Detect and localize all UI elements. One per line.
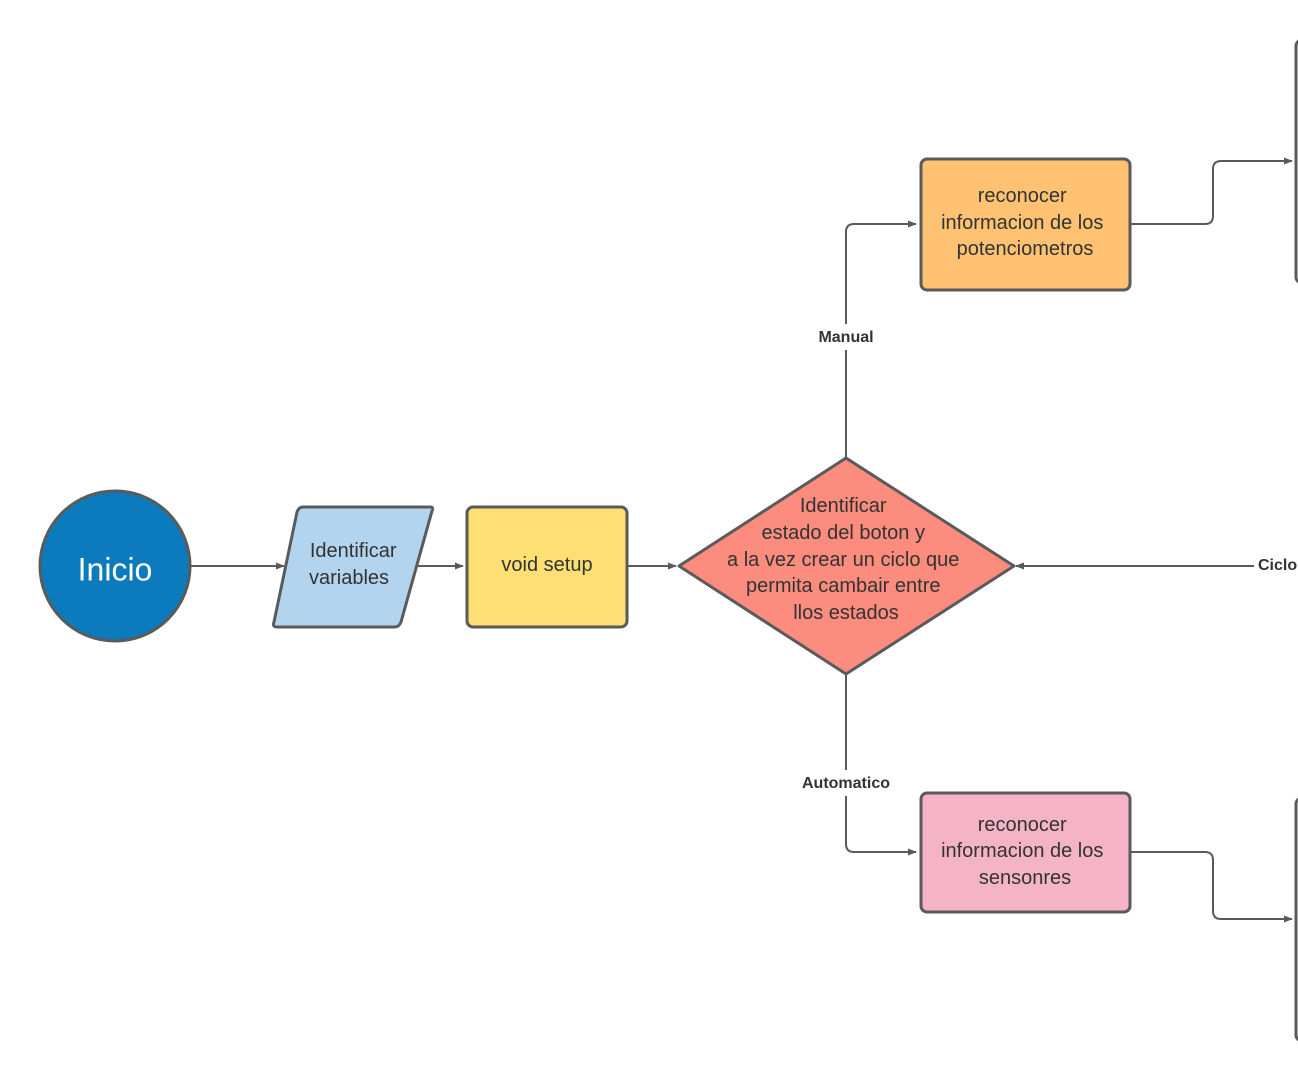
input-node-identificar-variables	[271, 505, 435, 629]
sensores-line-3: sensonres	[979, 867, 1071, 889]
decision-line-2: estado del boton y	[761, 522, 924, 544]
automatico-label-bg	[792, 770, 900, 796]
edge-label-automatico: Automatico	[802, 775, 890, 792]
potenciometros-line-2: informacion de los	[941, 212, 1103, 234]
sensores-line-2: informacion de los	[941, 840, 1103, 862]
connector-sensores-to-right	[1130, 851, 1293, 923]
potenciometros-line-1: reconocer	[978, 185, 1067, 207]
process-node-sensores	[919, 791, 1132, 914]
decision-line-5: llos estados	[793, 602, 899, 624]
process-node-void-setup	[465, 505, 629, 629]
decision-line-1: Identificar	[800, 495, 887, 517]
edge-label-ciclo-group: Ciclo	[1254, 552, 1298, 578]
start-node-inicio	[38, 489, 192, 643]
process-node-potenciometros-label: reconocer informacion de los potenciomet…	[941, 185, 1109, 260]
process-node-potenciometros	[919, 157, 1132, 292]
connector-potenciometros-to-right	[1130, 157, 1293, 225]
connector-decision-to-sensores	[845, 674, 917, 856]
decision-line-4: permita cambair entre	[746, 575, 941, 597]
decision-line-3: a la vez crear un ciclo que	[727, 549, 959, 571]
manual-label-bg	[810, 324, 882, 350]
connector-decision-to-potenciometros	[845, 220, 917, 458]
process-node-void-setup-label: void setup	[501, 554, 592, 576]
process-node-sensores-label: reconocer informacion de los sensonres	[941, 814, 1109, 889]
start-node-label: Inicio	[78, 551, 153, 587]
decision-node-label: Identificar estado del boton y a la vez …	[727, 495, 965, 624]
input-node-line-1: Identificar	[310, 540, 397, 562]
decision-node	[677, 456, 1016, 676]
edge-label-manual: Manual	[818, 329, 873, 346]
input-node-line-2: variables	[309, 567, 389, 589]
edge-label-ciclo: Ciclo	[1258, 557, 1297, 574]
potenciometros-line-3: potenciometros	[957, 238, 1094, 260]
input-node-label: Identificar variables	[309, 540, 402, 589]
sensores-line-1: reconocer	[978, 814, 1067, 836]
